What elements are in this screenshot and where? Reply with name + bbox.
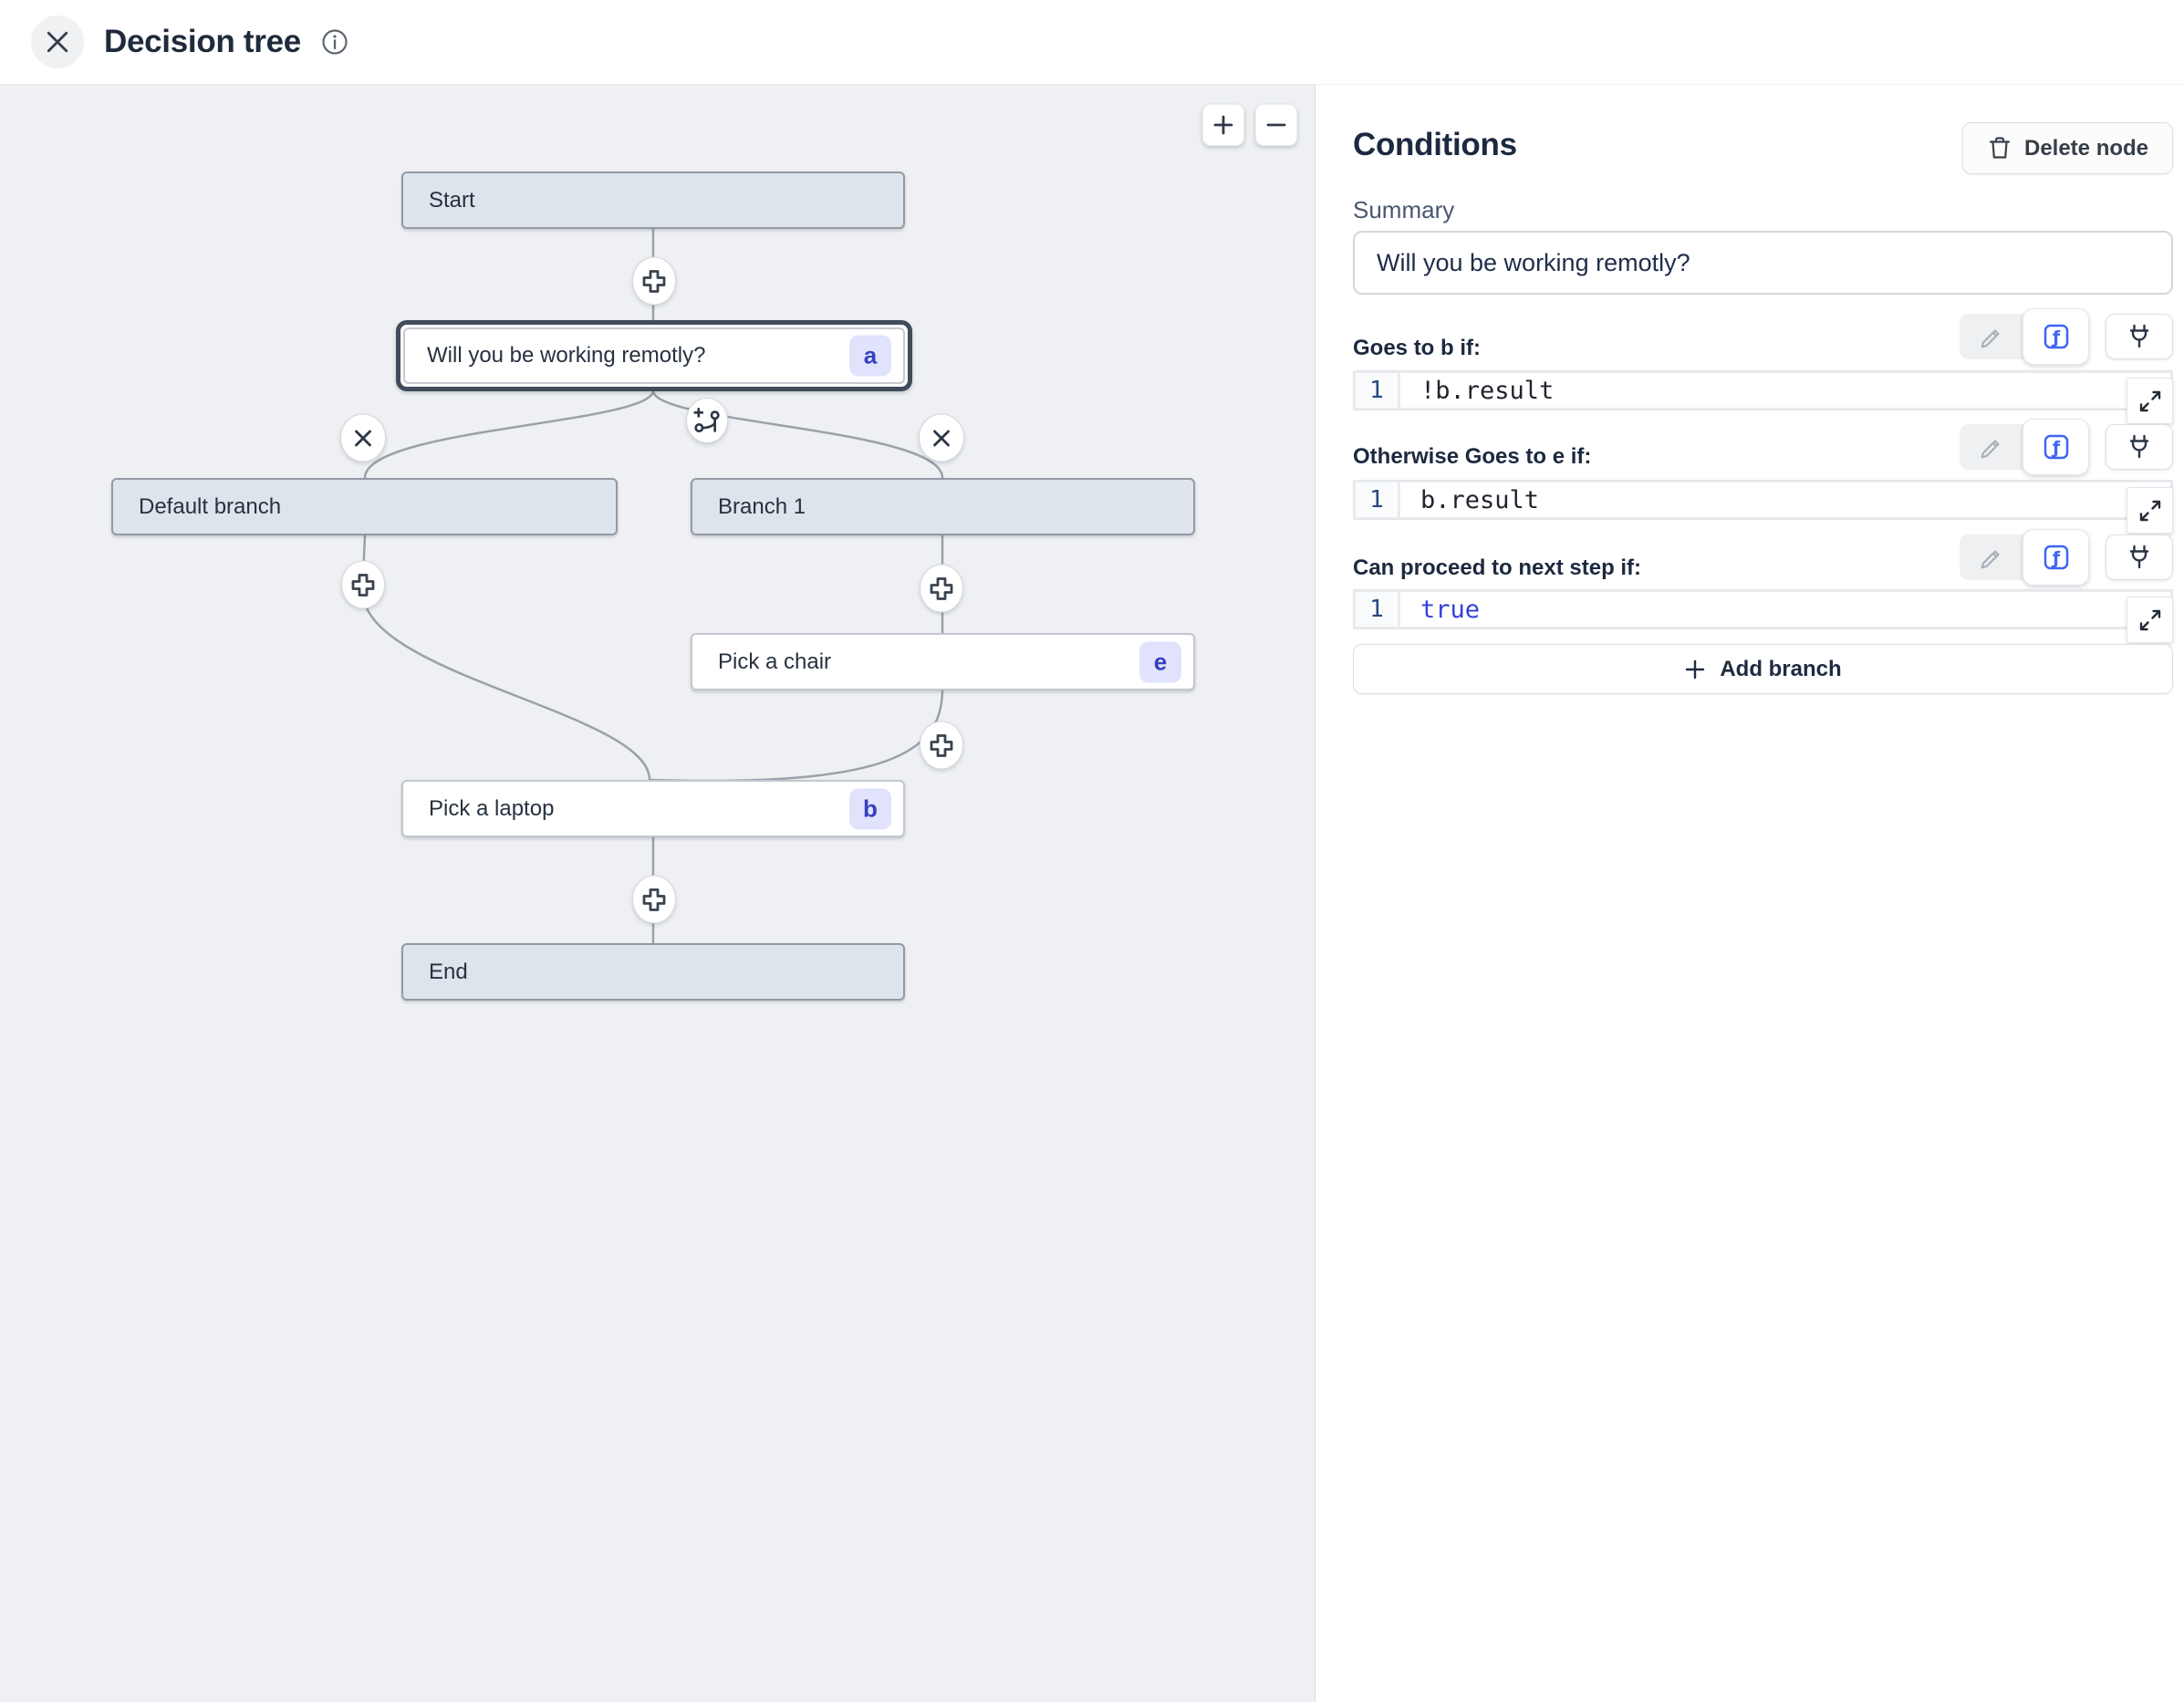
plus-cross-icon [642,887,666,911]
trash-icon [1989,136,2011,159]
add-branch-icon [693,407,720,433]
function-icon: ƒ [2044,434,2068,460]
close-button[interactable] [31,16,84,68]
zoom-in-button[interactable] [1202,104,1244,146]
function-mode-button[interactable]: ƒ [2023,308,2089,365]
header: Decision tree [0,0,2184,84]
plus-icon [1213,115,1233,135]
panel-title: Conditions [1353,127,1517,162]
rule-label: Goes to b if: [1353,336,1481,360]
function-mode-button[interactable]: ƒ [2023,419,2089,475]
code-editor[interactable]: 1 true [1353,589,2173,629]
flow-node-pick-laptop[interactable]: Pick a laptop b [401,780,905,837]
plus-icon [1686,659,1705,679]
code-text: true [1420,595,1481,624]
expand-icon [2139,609,2160,630]
editor-mode-toggle: ƒ [1960,308,2089,365]
node-label: End [429,959,468,984]
summary-input[interactable] [1353,231,2173,295]
function-icon: ƒ [2044,324,2068,349]
flow-node-start[interactable]: Start [401,171,905,229]
add-node-button[interactable] [920,564,963,613]
rule-label: Otherwise Goes to e if: [1353,444,1592,469]
plug-icon [2129,324,2149,348]
editor-mode-toggle: ƒ [1960,419,2089,475]
delete-node-label: Delete node [2023,135,2149,161]
text-mode-button[interactable] [1960,314,2023,359]
add-node-button[interactable] [632,256,676,306]
rule-label: Can proceed to next step if: [1353,555,1642,580]
expand-editor-button[interactable] [2127,378,2173,424]
plus-cross-icon [642,269,666,293]
conditions-panel: Conditions Delete node Summary ƒ Goes to… [1316,84,2184,1702]
pencil-icon [1981,550,2000,569]
add-branch-label: Add branch [1720,656,1842,681]
add-node-button[interactable] [920,721,963,770]
pencil-icon [1981,329,2000,348]
node-label: Start [429,187,475,213]
expand-editor-button[interactable] [2127,487,2173,534]
flow-node-question-selected[interactable]: Will you be working remotly? a [396,320,912,391]
line-number: 1 [1356,373,1398,408]
node-label: Pick a laptop [429,795,555,821]
info-icon [321,28,348,56]
rule-editor-controls: ƒ [1960,419,2173,475]
editor-mode-toggle: ƒ [1960,529,2089,586]
remove-branch-button[interactable] [340,413,386,462]
function-icon: ƒ [2044,545,2068,570]
code-editor[interactable]: 1 b.result [1353,480,2173,520]
flow-node-end[interactable]: End [401,943,905,1001]
node-label: Pick a chair [718,649,832,674]
minus-icon [1266,123,1286,127]
plus-cross-icon [351,573,375,597]
node-badge: a [849,335,891,377]
add-node-button[interactable] [341,560,385,609]
node-label: Will you be working remotly? [427,343,706,368]
close-icon [47,31,68,53]
plug-icon [2129,434,2149,459]
add-branch-button[interactable]: Add branch [1353,644,2173,694]
text-mode-button[interactable] [1960,534,2023,580]
code-text: !b.result [1420,376,1555,405]
connect-data-button[interactable] [2106,314,2173,359]
plug-icon [2129,545,2149,569]
insert-branch-button[interactable] [686,398,728,443]
connect-data-button[interactable] [2106,534,2173,580]
expand-icon [2139,500,2160,521]
flow-node-branch-1[interactable]: Branch 1 [691,478,1195,535]
code-editor[interactable]: 1 !b.result [1353,370,2173,410]
add-node-button[interactable] [632,875,676,924]
delete-node-button[interactable]: Delete node [1962,122,2173,174]
pencil-icon [1981,440,2000,459]
x-icon [933,430,950,446]
svg-text:ƒ: ƒ [2050,327,2060,348]
node-label: Default branch [139,493,282,519]
text-mode-button[interactable] [1960,424,2023,470]
connect-data-button[interactable] [2106,424,2173,470]
expand-editor-button[interactable] [2127,597,2173,643]
flow-node-default-branch[interactable]: Default branch [111,478,618,535]
rule-editor-controls: ƒ [1960,529,2173,586]
flow-canvas[interactable]: Start Will you be working remotly? a Def… [0,84,1316,1702]
line-number: 1 [1356,483,1398,517]
rule-editor-controls: ƒ [1960,308,2173,365]
node-badge: b [849,788,891,829]
plus-cross-icon [930,576,953,600]
flow-node-pick-chair[interactable]: Pick a chair e [691,633,1195,690]
summary-label: Summary [1353,196,1455,223]
plus-cross-icon [930,733,953,757]
x-icon [355,430,371,446]
page-title: Decision tree [104,24,301,59]
expand-icon [2139,390,2160,411]
code-text: b.result [1420,485,1540,514]
zoom-out-button[interactable] [1255,104,1297,146]
remove-branch-button[interactable] [919,413,964,462]
function-mode-button[interactable]: ƒ [2023,529,2089,586]
line-number: 1 [1356,592,1398,627]
svg-text:ƒ: ƒ [2050,438,2060,458]
node-label: Branch 1 [718,493,806,519]
svg-text:ƒ: ƒ [2050,548,2060,568]
node-badge: e [1139,641,1181,682]
